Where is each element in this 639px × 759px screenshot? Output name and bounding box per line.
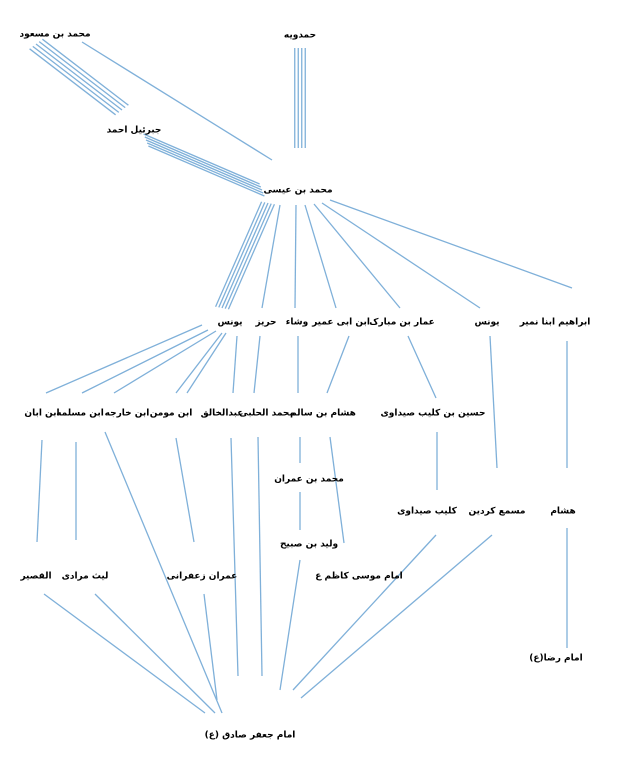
node-ibn-aban: ابن ابان (24, 408, 60, 419)
connection-line (29, 48, 116, 116)
connection-line (145, 139, 263, 191)
connection-line (81, 329, 209, 394)
connection-line (300, 534, 493, 699)
connection-line (232, 335, 238, 394)
connection-line (215, 201, 263, 308)
connection-line (32, 45, 120, 113)
node-ibn-abi-umayr: ابن ابی عمیر (312, 317, 370, 328)
connection-line (326, 335, 350, 394)
connection-line (43, 593, 206, 714)
connection-line (407, 335, 437, 399)
connection-line (186, 332, 227, 394)
node-abd-al-khaliq: عبدالخالق (200, 408, 244, 419)
connection-line (148, 145, 265, 197)
node-al-qasir: القصیر (20, 571, 52, 582)
connection-line (175, 332, 223, 394)
connection-line (294, 204, 297, 309)
node-imam-jafar-sadiq: امام جعفر صادق (ع) (204, 730, 296, 741)
connection-line (94, 593, 216, 714)
connection-line (329, 199, 573, 289)
connection-line (144, 136, 262, 188)
node-yunus-right: یونس (474, 317, 500, 328)
node-hisham-ibn-salim: هشام بن سالم (290, 408, 356, 419)
connection-line (36, 439, 43, 543)
node-mohammad-ibn-masoud: محمد بن مسعود (19, 29, 91, 40)
node-mohammad-ibn-imran: محمد بن عمران (274, 474, 344, 485)
connection-line (221, 202, 269, 309)
connection-line (143, 133, 260, 185)
node-husayn-ibn-kulayb: حسین بن کلیب صیداوی (380, 408, 486, 419)
node-ibrahim-abu-namir: ابراهیم ابنا نمیر (519, 317, 591, 328)
node-mohammad-halabi: محمد الحلبی (239, 408, 295, 419)
node-hisham: هشام (550, 506, 576, 517)
connection-line (146, 142, 264, 194)
connection-line (38, 41, 126, 109)
node-jibrail-ahmad: جبرئیل احمد (106, 125, 162, 136)
connection-line (489, 335, 498, 469)
connection-line (279, 559, 301, 691)
connection-line (292, 534, 437, 691)
node-imran-zafarani: عمران زعفرانی (166, 571, 238, 582)
connection-line (203, 593, 218, 701)
connection-line (175, 437, 195, 543)
connection-line (35, 43, 123, 111)
connection-line (321, 202, 481, 309)
node-hamdawayh: حمدویه (283, 30, 317, 41)
connection-line (45, 324, 203, 394)
connection-line (313, 203, 401, 309)
node-yunus-left: یونس (217, 317, 243, 328)
node-misma-kurdin: مسمع کردین (468, 506, 526, 517)
connection-line (113, 330, 217, 394)
node-washa: وشاء (285, 317, 309, 328)
node-ammar-ibn-mubarak: عمار بن مبارک (369, 317, 435, 328)
connection-line (304, 204, 337, 309)
node-ibn-muslima: ابن مسلمه (56, 408, 104, 419)
node-imam-reza: امام رضا(ع) (529, 653, 583, 664)
node-layth-muradi: لیث مرادی (61, 571, 109, 582)
connection-line (261, 204, 281, 309)
node-ibn-kharija: ابن خارجه (104, 408, 150, 419)
connection-line (230, 437, 239, 677)
connection-line (218, 202, 266, 308)
connection-line (227, 203, 275, 310)
node-imam-musa-kazim: امام موسی کاظم ع (315, 571, 403, 582)
connection-line (42, 38, 129, 106)
connection-line (224, 203, 272, 309)
connection-line (81, 41, 273, 161)
node-walid-ibn-sabih: ولید بن صبیح (279, 539, 339, 550)
node-ibn-mumin: ابن مومن (149, 408, 193, 419)
connection-line (257, 436, 263, 677)
connection-line (104, 431, 223, 714)
node-mohammad-ibn-isa: محمد بن عیسی (263, 185, 333, 196)
node-kulayb-saydawi: کلیب صیداوی (397, 506, 457, 517)
connection-line (253, 335, 261, 394)
node-hariz: حریز (255, 317, 277, 328)
connection-line (329, 436, 345, 544)
